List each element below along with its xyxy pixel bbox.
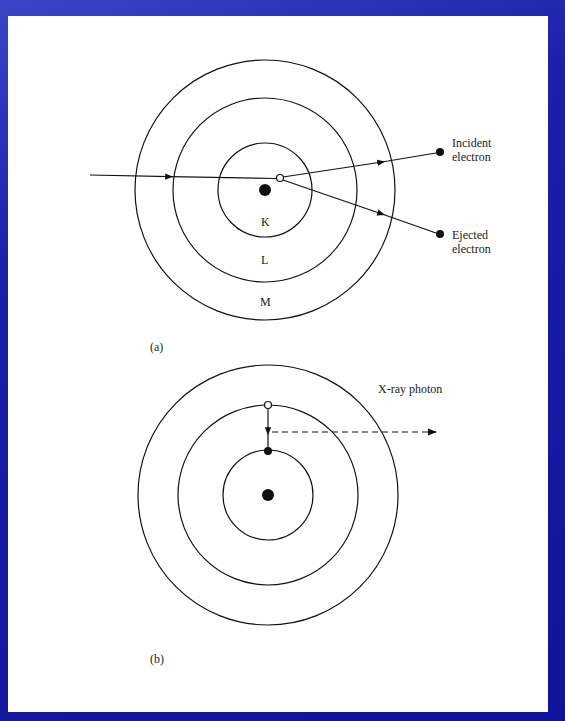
nucleus (262, 489, 274, 501)
shell-label: L (261, 253, 268, 267)
electron-dot (264, 447, 272, 455)
vacancy (277, 175, 284, 182)
shell-rings-a (135, 60, 395, 320)
particle-label: Incident electron (452, 136, 512, 164)
photon-ray (272, 431, 436, 432)
ejected-path (283, 180, 436, 233)
transition-arrow (267, 408, 268, 448)
panel-label: (a) (150, 340, 163, 354)
scattered-path (283, 153, 436, 177)
white-panel (8, 16, 548, 712)
nucleus (259, 184, 271, 196)
panel-label: (b) (150, 652, 164, 666)
vacancy (265, 402, 272, 409)
electron-dot (436, 148, 444, 156)
incident-path (90, 175, 277, 179)
shell-label: M (260, 295, 271, 309)
shell-label: K (261, 215, 270, 229)
photon-label: X-ray photon (378, 382, 442, 396)
electron-dot (436, 230, 444, 238)
particle-label: Ejected electron (452, 228, 512, 256)
shell-rings-b (138, 365, 398, 625)
